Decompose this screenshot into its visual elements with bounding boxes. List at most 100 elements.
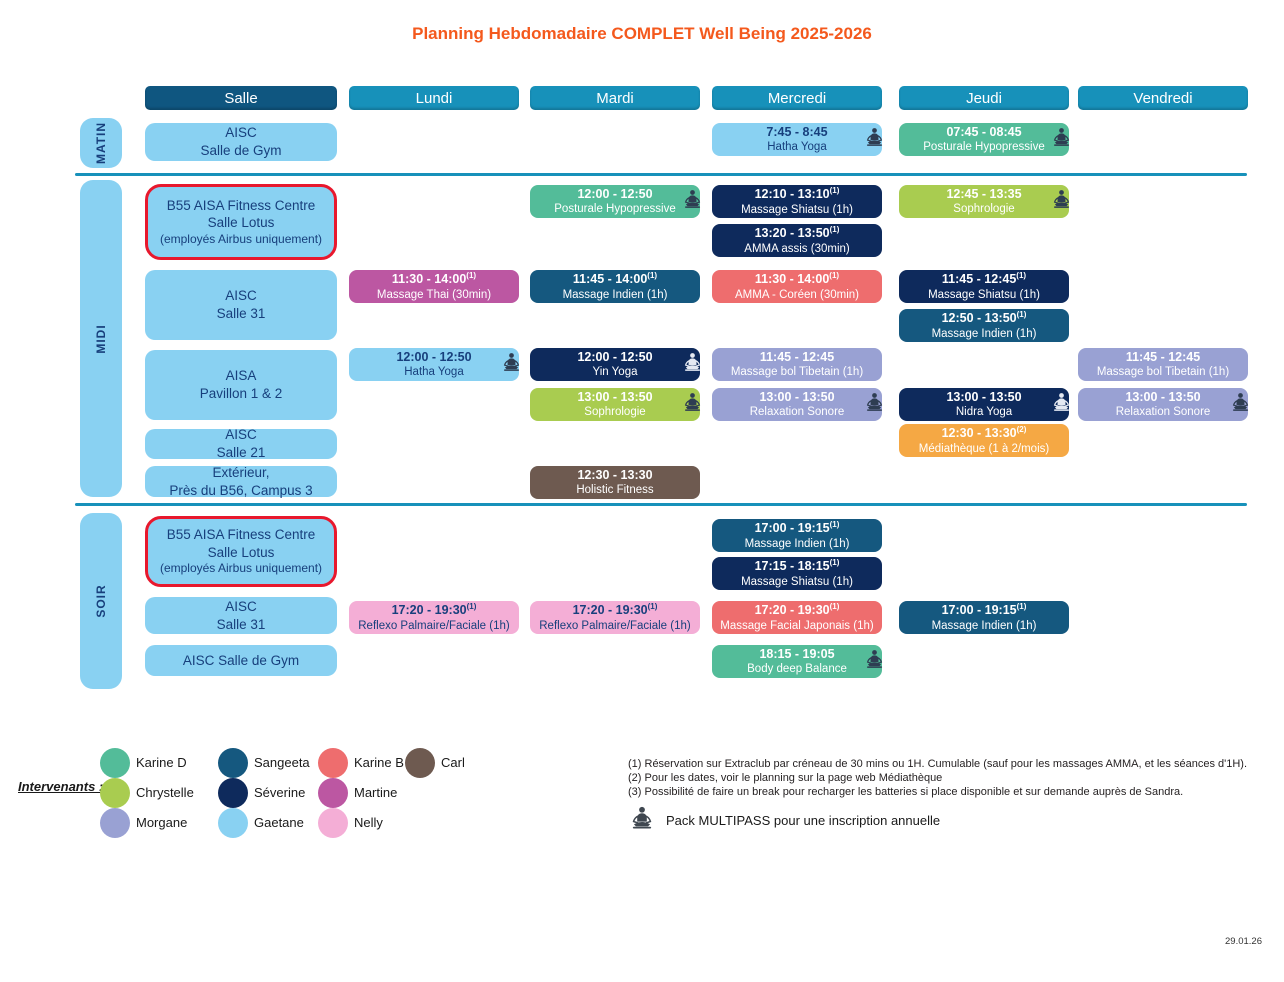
room-cell-line: Salle 21 bbox=[216, 445, 266, 460]
reservation-footnote-marker: (1) bbox=[647, 602, 658, 612]
room-cell: Extérieur,Près du B56, Campus 3 bbox=[145, 464, 337, 498]
event-label: Holistic Fitness bbox=[576, 484, 654, 497]
reservation-footnote-marker: (1) bbox=[1016, 271, 1027, 281]
event-time: 12:10 - 13:10(1) bbox=[755, 186, 840, 202]
section-divider bbox=[75, 503, 1247, 506]
event-label: Massage Indien (1h) bbox=[931, 327, 1037, 340]
reservation-footnote-marker: (1) bbox=[829, 558, 840, 568]
event-time-text: 17:00 - 19:15 bbox=[754, 521, 830, 536]
event-time: 11:45 - 12:45(1) bbox=[942, 271, 1026, 287]
room-cell-line: (employés Airbus uniquement) bbox=[159, 231, 323, 246]
meditation-icon bbox=[681, 350, 704, 379]
column-header-jeudi: Jeudi bbox=[899, 86, 1069, 110]
reservation-footnote-marker: (1) bbox=[829, 520, 840, 530]
legend-color-sangeeta bbox=[218, 748, 248, 778]
room-cell-line: AISC bbox=[225, 125, 257, 141]
event-time-text: 11:30 - 14:00 bbox=[391, 272, 467, 287]
reservation-footnote-marker: (1) bbox=[829, 602, 840, 612]
event-time-text: 17:00 - 19:15 bbox=[941, 603, 1017, 618]
room-cell-line: Salle 31 bbox=[216, 616, 266, 632]
event-time: 12:45 - 13:35 bbox=[946, 187, 1021, 202]
event-cell: 11:30 - 14:00(1)AMMA - Coréen (30min) bbox=[712, 270, 882, 303]
legend-color-martine bbox=[318, 778, 348, 808]
room-cell-line: Pavillon 1 & 2 bbox=[199, 386, 283, 401]
event-label: Sophrologie bbox=[584, 406, 646, 419]
event-label: Posturale Hypopressive bbox=[923, 141, 1045, 154]
event-label: Massage Shiatsu (1h) bbox=[741, 203, 853, 216]
event-time-text: 11:45 - 12:45 bbox=[1125, 349, 1201, 364]
event-cell: 17:20 - 19:30(1)Massage Facial Japonais … bbox=[712, 601, 882, 634]
event-time-text: 11:45 - 14:00 bbox=[572, 272, 648, 287]
reservation-footnote-marker: (1) bbox=[647, 271, 658, 281]
column-header-mercredi: Mercredi bbox=[712, 86, 882, 110]
event-time-text: 12:00 - 12:50 bbox=[577, 186, 653, 201]
date-label: 29.01.26 bbox=[1225, 936, 1262, 947]
event-label: Massage bol Tibetain (1h) bbox=[1096, 366, 1230, 379]
event-time: 17:20 - 19:30(1) bbox=[392, 602, 477, 618]
event-time: 12:30 - 13:30 bbox=[577, 468, 652, 483]
reservation-footnote-marker: (1) bbox=[829, 225, 840, 235]
room-cell: AISC Salle de Gym bbox=[145, 645, 337, 676]
room-cell-line: AISC bbox=[225, 598, 257, 614]
legend-name: Séverine bbox=[254, 785, 306, 800]
room-cell-line: AISC bbox=[225, 427, 257, 443]
event-cell: 17:15 - 18:15(1)Massage Shiatsu (1h) bbox=[712, 557, 882, 590]
room-cell-line: AISC bbox=[225, 288, 257, 304]
room-cell-line: Extérieur, bbox=[212, 464, 270, 480]
event-time: 7:45 - 8:45 bbox=[766, 125, 827, 140]
reservation-footnote-marker: (1) bbox=[829, 186, 840, 196]
event-cell: 13:20 - 13:50(1)AMMA assis (30min) bbox=[712, 224, 882, 257]
section-label-midi: MIDI bbox=[80, 180, 122, 497]
event-label: Massage Indien (1h) bbox=[931, 619, 1037, 632]
event-time-text: 11:30 - 14:00 bbox=[754, 272, 830, 287]
meditation-icon bbox=[1229, 390, 1252, 419]
event-time-text: 18:15 - 19:05 bbox=[759, 646, 835, 661]
event-time: 13:20 - 13:50(1) bbox=[755, 225, 840, 241]
event-time: 17:00 - 19:15(1) bbox=[755, 520, 840, 536]
legend-color-karine-b bbox=[318, 748, 348, 778]
section-label-soir: SOIR bbox=[80, 513, 122, 689]
event-time-text: 11:45 - 12:45 bbox=[941, 272, 1017, 287]
event-time-text: 12:30 - 13:30 bbox=[941, 426, 1017, 441]
footnote-3: (3) Possibilité de faire un break pour r… bbox=[628, 786, 1184, 798]
column-header-lundi: Lundi bbox=[349, 86, 519, 110]
section-label-text: MIDI bbox=[94, 323, 108, 354]
event-label: Massage bol Tibetain (1h) bbox=[730, 366, 864, 379]
reservation-footnote-marker: (1) bbox=[1016, 602, 1027, 612]
event-time-text: 13:00 - 13:50 bbox=[1125, 389, 1201, 404]
room-cell-line: Salle Lotus bbox=[207, 544, 275, 560]
meditation-icon bbox=[1050, 390, 1073, 419]
event-label: Yin Yoga bbox=[592, 366, 638, 379]
room-cell-line: Salle de Gym bbox=[200, 143, 282, 158]
legend-name: Martine bbox=[354, 785, 398, 800]
meditation-icon bbox=[500, 350, 523, 379]
section-label-matin: MATIN bbox=[80, 118, 122, 168]
event-time: 17:20 - 19:30(1) bbox=[573, 602, 658, 618]
event-time: 12:30 - 13:30(2) bbox=[942, 425, 1027, 441]
meditation-icon bbox=[681, 187, 704, 216]
room-cell: AISC Salle 21 bbox=[145, 427, 337, 460]
event-cell: 17:00 - 19:15(1)Massage Indien (1h) bbox=[712, 519, 882, 552]
event-time: 13:00 - 13:50 bbox=[946, 390, 1021, 405]
footnote-2: (2) Pour les dates, voir le planning sur… bbox=[628, 772, 943, 784]
event-label: Hatha Yoga bbox=[404, 366, 464, 379]
meditation-icon bbox=[863, 647, 886, 676]
event-time: 12:00 - 12:50 bbox=[577, 187, 652, 202]
event-time: 17:00 - 19:15(1) bbox=[942, 602, 1027, 618]
room-cell-line: Salle Lotus bbox=[207, 215, 275, 231]
event-cell: 12:30 - 13:30(2)Médiathèque (1 à 2/mois) bbox=[899, 424, 1069, 457]
event-cell: 17:20 - 19:30(1)Reflexo Palmaire/Faciale… bbox=[530, 601, 700, 634]
event-label: Massage Facial Japonais (1h) bbox=[720, 619, 874, 632]
reservation-footnote-marker: (1) bbox=[466, 602, 477, 612]
event-cell: 12:10 - 13:10(1)Massage Shiatsu (1h) bbox=[712, 185, 882, 218]
legend-color-nelly bbox=[318, 808, 348, 838]
event-time-text: 13:20 - 13:50 bbox=[754, 226, 830, 241]
event-time-text: 11:45 - 12:45 bbox=[759, 349, 835, 364]
event-time-text: 12:10 - 13:10 bbox=[754, 187, 830, 202]
